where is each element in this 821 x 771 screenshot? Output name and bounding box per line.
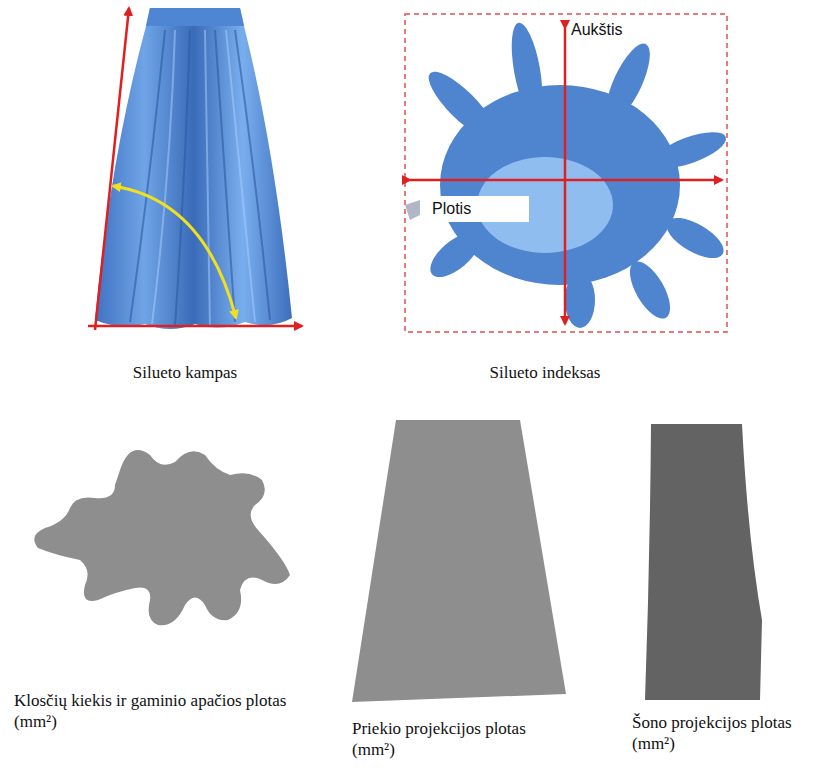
figure-caption: Silueto indeksas [440, 362, 650, 383]
dimension-label: Plotis [424, 196, 529, 222]
hem-area-shape [34, 450, 290, 625]
front-projection [352, 420, 566, 702]
axis-line [88, 325, 302, 328]
skirt-top-view [420, 20, 730, 328]
skirt-3d [95, 8, 292, 329]
figure-caption: Šono projekcijos plotas (mm²) [632, 712, 817, 755]
figure-caption: Priekio projekcijos plotas (mm²) [352, 718, 567, 761]
axis-line [95, 8, 129, 330]
width-arrow [410, 179, 722, 182]
angle-arc [113, 186, 236, 318]
fabric-edge [405, 200, 420, 220]
dimension-label: Aukštis [571, 20, 661, 40]
height-arrow [564, 28, 567, 324]
bounding-box [405, 14, 727, 332]
figure-caption: Silueto kampas [80, 362, 290, 383]
figure-caption: Klosčių kiekis ir gaminio apačios plotas… [14, 690, 304, 733]
side-projection [645, 424, 762, 700]
